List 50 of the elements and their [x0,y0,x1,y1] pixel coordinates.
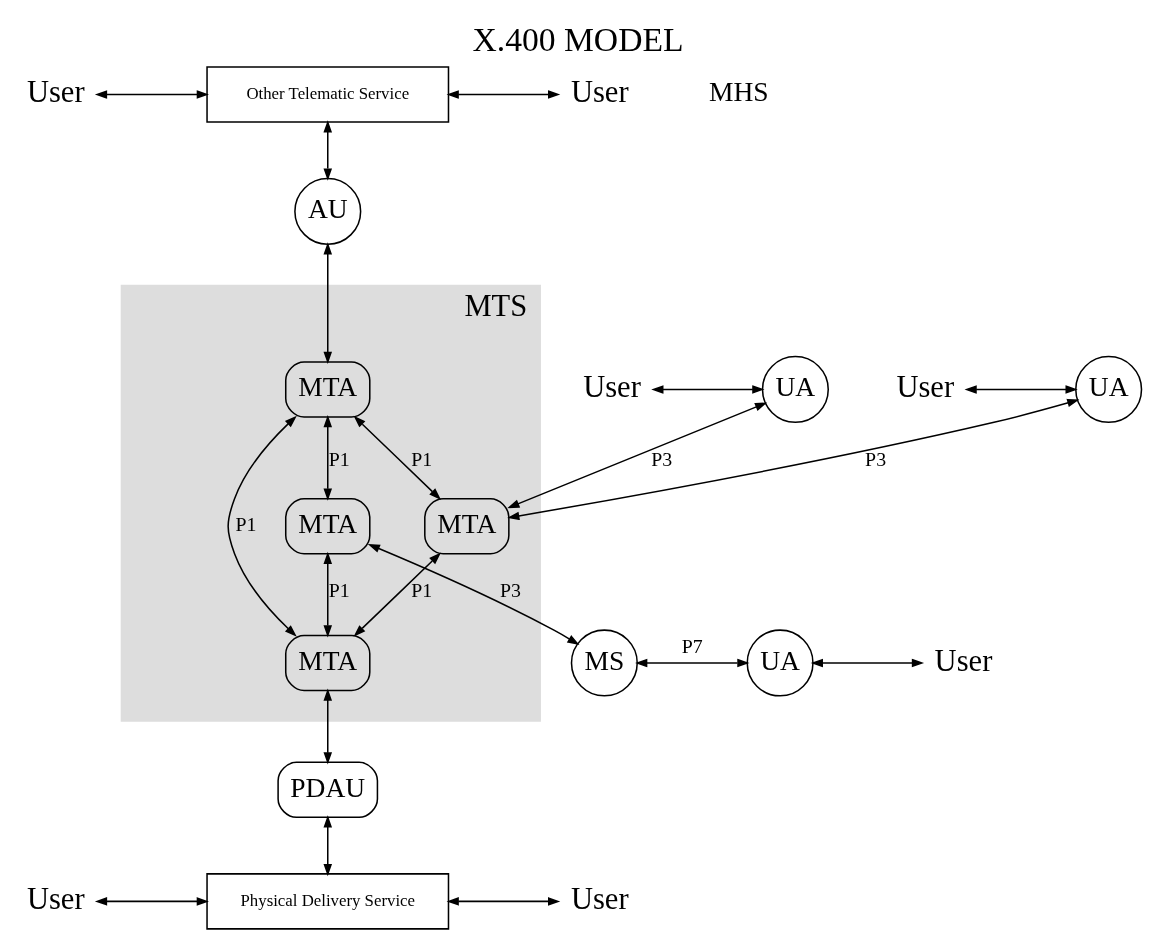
node-circle: UA [1075,355,1143,423]
arrow [323,119,333,181]
arrow [323,414,333,501]
edge-label: P3 [651,447,673,470]
arrow [353,552,441,637]
edge-label: P7 [681,634,703,657]
arrow [810,658,925,667]
arrow [367,543,580,645]
node-circle: AU [294,177,362,245]
node-text: User [583,369,641,404]
arrow [446,896,561,906]
node-box: MTA [284,634,371,691]
arrow [94,89,209,99]
arrow [323,814,333,876]
node-text: User [570,881,629,916]
node-text: User [26,74,85,109]
arrow [507,398,1080,520]
edge-label: P1 [411,447,433,470]
arrow [323,551,333,637]
node-text: User [934,643,993,678]
edge-label: P1 [235,512,257,535]
arrow [94,896,209,906]
node-box: Other Telematic Service [206,65,450,123]
node-box: Physical Delivery Service [206,872,450,930]
node-circle: UA [761,355,829,423]
node-box: MTA [284,360,371,418]
arrow [323,241,333,364]
node-circle: UA [746,628,814,697]
edge-label: P3 [865,447,887,470]
node-box: MTA [424,497,510,554]
arrow [635,658,750,667]
arrow [507,401,768,508]
edge-label: P1 [328,578,350,601]
diagram-title: X.400 MODEL [472,20,684,58]
edge-label: P1 [328,447,350,470]
edge-label: P1 [411,578,433,601]
arrow [353,415,442,500]
node-text: User [896,369,955,404]
node-box: PDAU [277,761,379,818]
edge-label: P3 [499,578,521,601]
arrow [227,415,297,637]
arrow [964,384,1078,394]
arrow [323,687,333,764]
arrow [446,89,561,99]
arrow [651,384,765,394]
node-circle: MS [570,628,638,697]
label: MHS [709,75,769,107]
node-text: User [570,74,629,109]
node-box: MTA [284,497,371,554]
node-text: User [26,881,85,916]
